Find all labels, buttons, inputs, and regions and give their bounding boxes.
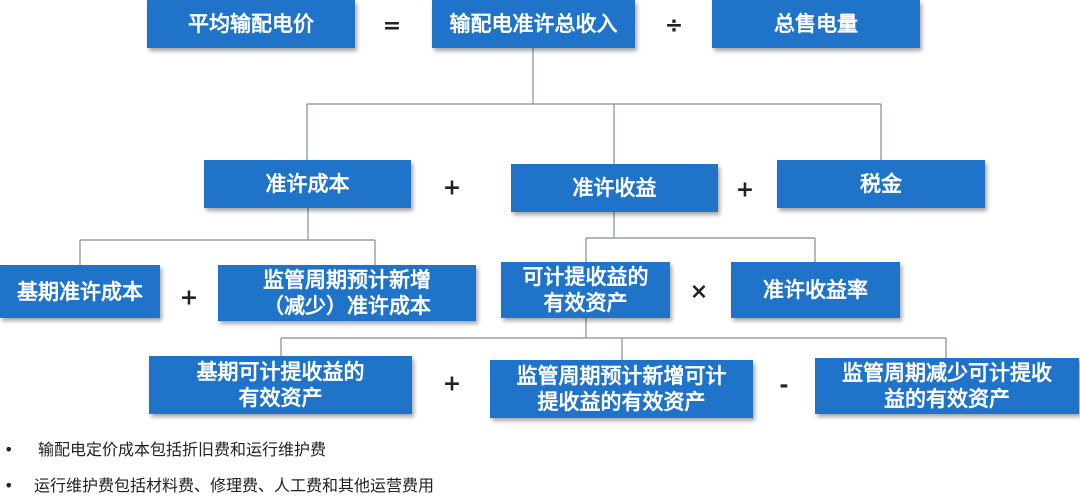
tax-label: 税金 — [860, 172, 902, 196]
connector-cost-children — [79, 208, 376, 265]
connector-assets-children — [280, 318, 947, 360]
connector-revenue-children — [306, 48, 882, 164]
new-assets-label: 监管周期预计新增可计 提收益的有效资产 — [516, 364, 727, 414]
total-revenue-box: 输配电准许总收入 — [432, 0, 635, 48]
plus-sign-4: + — [442, 371, 462, 397]
total-sales-box: 总售电量 — [712, 0, 920, 48]
reduced-assets-label: 监管周期减少可计提收 益的有效资产 — [842, 361, 1052, 411]
effective-assets-box: 可计提收益的 有效资产 — [501, 262, 670, 318]
allowed-cost-label: 准许成本 — [265, 172, 350, 196]
base-assets-box: 基期可计提收益的 有效资产 — [149, 356, 412, 414]
base-cost-label: 基期准许成本 — [17, 279, 143, 304]
new-cost-label: 监管周期预计新增 （减少）准许成本 — [263, 268, 431, 318]
note-1-text: 输配电定价成本包括折旧费和运行维护费 — [38, 440, 327, 459]
effective-assets-label: 可计提收益的 有效资产 — [522, 265, 649, 315]
connector-profit-children — [585, 212, 816, 262]
note-2-text: 运行维护费包括材料费、修理费、人工费和其他运营费用 — [34, 476, 435, 495]
times-sign: × — [689, 279, 709, 305]
allowed-profit-box: 准许收益 — [511, 164, 718, 212]
new-cost-box: 监管周期预计新增 （减少）准许成本 — [218, 265, 476, 321]
profit-rate-box: 准许收益率 — [731, 262, 900, 318]
tax-box: 税金 — [777, 160, 985, 208]
avg-price-box: 平均输配电价 — [147, 0, 355, 48]
base-assets-label: 基期可计提收益的 有效资产 — [196, 360, 365, 410]
base-cost-box: 基期准许成本 — [0, 265, 160, 318]
plus-sign-3: + — [179, 285, 199, 311]
minus-sign: - — [779, 373, 789, 399]
note-operations: • 运行维护费包括材料费、修理费、人工费和其他运营费用 — [4, 472, 434, 496]
profit-rate-label: 准许收益率 — [763, 278, 868, 302]
total-revenue-label: 输配电准许总收入 — [449, 12, 618, 36]
plus-sign-2: + — [735, 177, 755, 203]
new-assets-box: 监管周期预计新增可计 提收益的有效资产 — [490, 360, 753, 418]
avg-price-label: 平均输配电价 — [188, 12, 314, 36]
total-sales-label: 总售电量 — [774, 12, 858, 36]
allowed-cost-box: 准许成本 — [204, 160, 411, 208]
plus-sign-1: + — [442, 175, 462, 201]
reduced-assets-box: 监管周期减少可计提收 益的有效资产 — [815, 358, 1079, 414]
note-depreciation: • 输配电定价成本包括折旧费和运行维护费 — [4, 436, 326, 460]
divide-sign: ÷ — [664, 13, 684, 39]
bullet-2: • — [4, 476, 14, 495]
bullet-1: • — [4, 440, 14, 459]
allowed-profit-label: 准许收益 — [572, 176, 657, 200]
equals-sign: = — [382, 13, 402, 39]
